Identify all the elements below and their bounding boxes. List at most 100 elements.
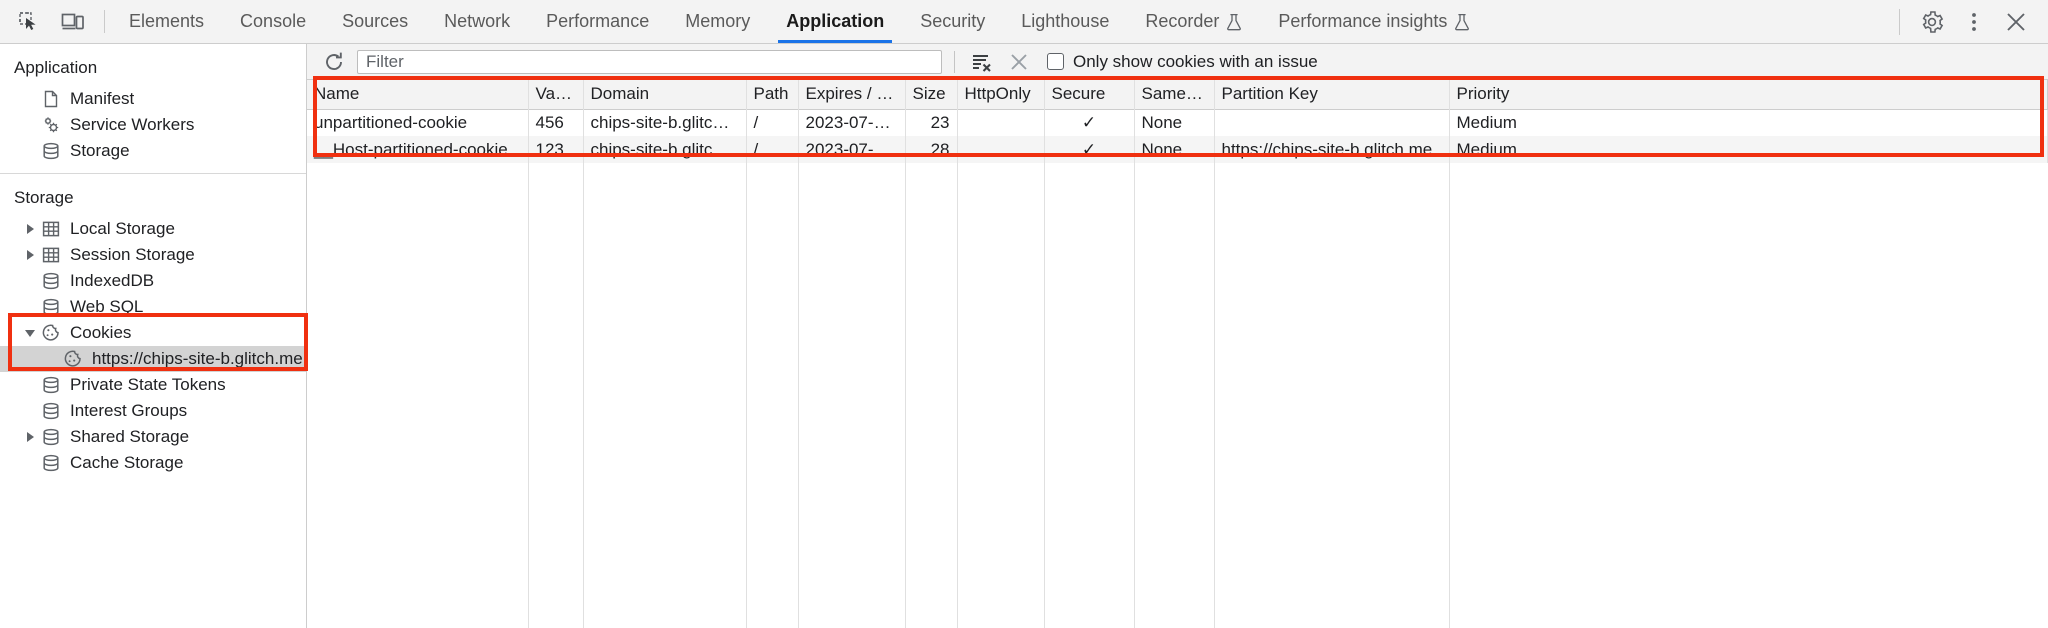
tab-memory[interactable]: Memory (667, 0, 768, 43)
column-header-samesite[interactable]: SameSite (1134, 80, 1215, 110)
sidebar-item-service-workers[interactable]: Service Workers (0, 112, 306, 138)
sidebar-item-session-storage[interactable]: Session Storage (0, 242, 306, 268)
sidebar-item-web-sql[interactable]: Web SQL (0, 294, 306, 320)
sidebar-item-interest-groups[interactable]: Interest Groups (0, 398, 306, 424)
database-icon (40, 296, 62, 318)
column-header-priority[interactable]: Priority (1449, 80, 2048, 110)
tab-performance[interactable]: Performance (528, 0, 667, 43)
tab-label: Recorder (1145, 11, 1220, 31)
tab-security[interactable]: Security (902, 0, 1003, 43)
chevron-right-icon[interactable] (22, 247, 38, 263)
cell-partition-key: https://chips-site-b.glitch.me (1214, 136, 1450, 163)
column-header-path[interactable]: Path (746, 80, 799, 110)
column-header-name[interactable]: Name (307, 80, 529, 110)
tab-elements[interactable]: Elements (111, 0, 222, 43)
document-icon (40, 88, 62, 110)
tab-label: Console (240, 11, 307, 31)
cell-size: 28 (905, 136, 958, 163)
column-header-size[interactable]: Size (905, 80, 958, 110)
tab-label: Memory (685, 11, 751, 31)
sidebar-item-private-state-tokens[interactable]: Private State Tokens (0, 372, 306, 398)
tab-application[interactable]: Application (768, 0, 902, 43)
sidebar-section-title: Storage (14, 188, 74, 207)
tab-label: Performance insights (1278, 11, 1448, 31)
close-icon[interactable] (2000, 6, 2032, 38)
more-vertical-icon[interactable] (1958, 6, 1990, 38)
database-icon (40, 140, 62, 162)
sidebar-item-label: Cache Storage (70, 453, 184, 472)
sidebar-item-cookies[interactable]: Cookies (0, 320, 306, 346)
sidebar-item-label: Cookies (70, 323, 132, 342)
tab-network[interactable]: Network (426, 0, 528, 43)
cell-samesite: None (1134, 136, 1215, 163)
sidebar-item-label: Service Workers (70, 115, 195, 134)
cell-value: 456 (528, 109, 584, 136)
tabbar-divider (104, 10, 105, 33)
database-icon (40, 270, 62, 292)
clear-filtered-icon[interactable] (967, 49, 995, 75)
sidebar-section-title: Application (14, 58, 98, 77)
tab-performance-insights[interactable]: Performance insights (1260, 0, 1488, 43)
sidebar-item-label: Session Storage (70, 245, 195, 264)
chevron-down-icon[interactable] (22, 325, 38, 341)
cookies-filter-toolbar: Only show cookies with an issue (307, 44, 2048, 80)
tab-label: Lighthouse (1021, 11, 1110, 31)
sidebar-item-cache-storage[interactable]: Cache Storage (0, 450, 306, 476)
sidebar-item-label: Web SQL (70, 297, 144, 316)
database-icon (40, 426, 62, 448)
filter-input[interactable] (357, 49, 942, 74)
column-header-expires-m[interactable]: Expires / M… (798, 80, 906, 110)
column-header-secure[interactable]: Secure (1044, 80, 1135, 110)
tab-lighthouse[interactable]: Lighthouse (1003, 0, 1127, 43)
column-header-partition-key[interactable]: Partition Key (1214, 80, 1450, 110)
refresh-icon[interactable] (321, 49, 347, 75)
sidebar-item-shared-storage[interactable]: Shared Storage (0, 424, 306, 450)
cell-samesite: None (1134, 109, 1215, 136)
sidebar-item-label: IndexedDB (70, 271, 155, 290)
chevron-right-icon[interactable] (22, 429, 38, 445)
cell-expires: 2023-07-07… (798, 136, 906, 163)
clear-all-icon[interactable] (1005, 49, 1033, 75)
column-header-domain[interactable]: Domain (583, 80, 747, 110)
only-issues-checkbox-wrapper[interactable]: Only show cookies with an issue (1047, 52, 1318, 72)
tab-recorder[interactable]: Recorder (1127, 0, 1260, 43)
cell-httponly (957, 136, 1045, 163)
tab-sources[interactable]: Sources (324, 0, 426, 43)
sidebar-item-label: Storage (70, 141, 130, 160)
database-icon (40, 374, 62, 396)
sidebar-item-storage[interactable]: Storage (0, 138, 306, 164)
cell-domain: chips-site-b.glitch.me (583, 109, 747, 136)
tab-label: Elements (129, 11, 205, 31)
column-header-httponly[interactable]: HttpOnly (957, 80, 1045, 110)
column-header-value[interactable]: Value (528, 80, 584, 110)
sidebar-item-https-chips-site-b-glitch-me[interactable]: https://chips-site-b.glitch.me (0, 346, 306, 372)
inspect-element-icon[interactable] (14, 7, 44, 37)
sidebar-item-indexeddb[interactable]: IndexedDB (0, 268, 306, 294)
chevron-right-icon[interactable] (22, 221, 38, 237)
device-toolbar-icon[interactable] (58, 7, 88, 37)
tab-label: Sources (342, 11, 409, 31)
tab-console[interactable]: Console (222, 0, 324, 43)
only-issues-checkbox[interactable] (1047, 53, 1064, 70)
sidebar-item-local-storage[interactable]: Local Storage (0, 216, 306, 242)
cell-path: / (746, 109, 799, 136)
filterbar-divider (954, 50, 955, 73)
gear-icon[interactable] (1916, 6, 1948, 38)
cell-secure: ✓ (1044, 136, 1135, 163)
sidebar-item-label: Private State Tokens (70, 375, 226, 394)
sidebar-item-label: Interest Groups (70, 401, 188, 420)
cookies-pane: Only show cookies with an issue NameValu… (307, 44, 2048, 628)
cell-partition-key (1214, 109, 1450, 136)
sidebar-item-manifest[interactable]: Manifest (0, 86, 306, 112)
tabbar-right-divider (1899, 8, 1900, 35)
